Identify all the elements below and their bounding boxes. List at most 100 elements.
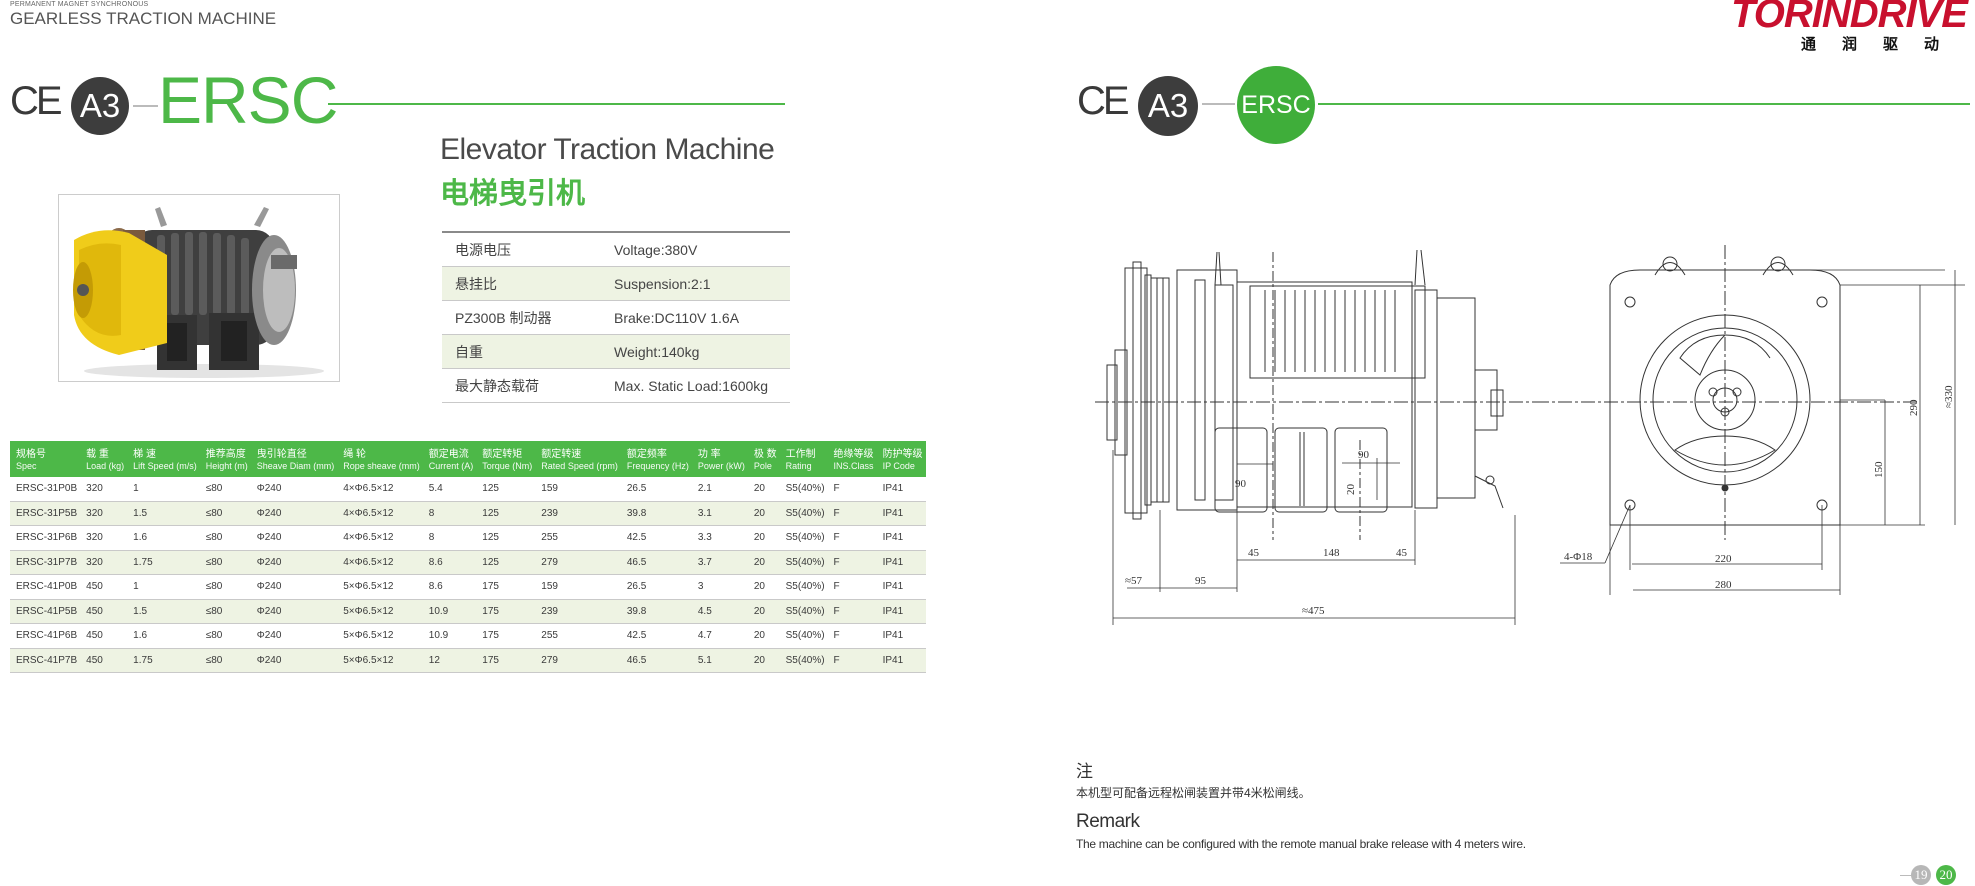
title-divider-right — [1202, 103, 1235, 105]
spec-label: 自重 — [442, 334, 610, 369]
table-cell: 125 — [476, 525, 536, 551]
title-rule-right — [1318, 103, 1970, 105]
dim-label: 148 — [1323, 547, 1340, 559]
dim-label: 220 — [1715, 553, 1732, 565]
table-cell: S5(40%) — [779, 599, 828, 624]
table-cell: 4×Φ6.5×12 — [337, 501, 423, 526]
table-cell: 4×Φ6.5×12 — [337, 550, 423, 575]
note-text: 本机型可配备远程松闸装置并带4米松闸线。 — [1076, 786, 1311, 800]
table-cell: 175 — [476, 623, 536, 649]
table-cell: F — [827, 648, 877, 673]
table-cell: F — [827, 525, 877, 551]
table-cell: ≤80 — [199, 501, 251, 526]
table-cell: 125 — [476, 550, 536, 575]
product-title-en: Elevator Traction Machine — [440, 133, 775, 166]
brand-logo-cn: 通润驱动 — [1800, 35, 1965, 53]
column-label-en: Power (kW) — [697, 461, 745, 471]
table-cell: 1.6 — [127, 525, 200, 551]
spec-label: 电源电压 — [442, 231, 610, 267]
spec-label: 最大静态载荷 — [442, 368, 610, 403]
table-cell: 1 — [127, 574, 200, 600]
table-cell: 8.6 — [422, 574, 477, 600]
table-cell: 175 — [476, 599, 536, 624]
table-cell: Φ240 — [250, 525, 338, 551]
column-label-cn: 绳 轮 — [343, 449, 367, 460]
table-cell: 320 — [80, 525, 128, 551]
table-cell: 320 — [80, 501, 128, 526]
dim-label: 90 — [1358, 449, 1370, 461]
table-cell: 4×Φ6.5×12 — [337, 477, 423, 502]
column-label-en: Sheave Diam (mm) — [256, 461, 335, 471]
table-cell: ERSC-31P6B — [10, 525, 81, 551]
table-cell: F — [827, 574, 877, 600]
table-cell: 125 — [476, 477, 536, 502]
ce-mark-right: CE — [1077, 79, 1130, 123]
table-cell: ERSC-41P6B — [10, 623, 81, 649]
table-cell: 20 — [747, 550, 780, 575]
table-cell: 159 — [535, 477, 621, 502]
column-label-cn: 绝缘等级 — [833, 449, 874, 460]
table-cell: IP41 — [876, 501, 926, 526]
table-cell: 5×Φ6.5×12 — [337, 574, 423, 600]
spec-row: 最大静态载荷 Max. Static Load:1600kg — [442, 368, 790, 403]
table-cell: 10.9 — [422, 599, 477, 624]
dim-label: 290 — [1908, 399, 1920, 416]
column-label-cn: 防护等级 — [882, 449, 923, 460]
remark-title: Remark — [1076, 811, 1140, 832]
dim-label: 20 — [1345, 484, 1357, 496]
table-cell: 1.5 — [127, 599, 200, 624]
spec-value: Max. Static Load:1600kg — [610, 368, 790, 403]
dim-label: 45 — [1248, 547, 1260, 559]
table-cell: 1 — [127, 477, 200, 502]
table-cell: F — [827, 623, 877, 649]
column-label-cn: 曳引轮直径 — [256, 449, 307, 460]
table-cell: 255 — [535, 525, 621, 551]
table-cell: 175 — [476, 574, 536, 600]
table-cell: IP41 — [876, 623, 926, 649]
table-cell: 20 — [747, 599, 780, 624]
table-cell: 279 — [535, 648, 621, 673]
page-divider — [1900, 875, 1916, 876]
table-cell: 175 — [476, 648, 536, 673]
table-cell: 1.75 — [127, 648, 200, 673]
table-cell: S5(40%) — [779, 574, 828, 600]
table-cell: ERSC-31P0B — [10, 477, 81, 502]
column-label-en: INS.Class — [833, 461, 874, 471]
table-cell: 5×Φ6.5×12 — [337, 648, 423, 673]
table-cell: 46.5 — [620, 648, 692, 673]
column-label-en: Lift Speed (m/s) — [133, 461, 197, 471]
note-title: 注 — [1076, 762, 1093, 781]
table-cell: 239 — [535, 599, 621, 624]
spec-value: Voltage:380V — [610, 231, 790, 267]
column-label-cn: 载 重 — [86, 449, 109, 460]
column-label-cn: 额定转速 — [541, 449, 582, 460]
product-photo — [58, 194, 340, 382]
spec-label: PZ300B 制动器 — [442, 300, 610, 335]
table-cell: 20 — [747, 525, 780, 551]
table-cell: ≤80 — [199, 574, 251, 600]
badge-model-right: ERSC — [1237, 66, 1315, 144]
column-label-en: Spec — [16, 461, 37, 471]
table-cell: S5(40%) — [779, 623, 828, 649]
table-cell: ERSC-41P0B — [10, 574, 81, 600]
column-label-cn: 额定转矩 — [482, 449, 523, 460]
table-cell: 3 — [691, 574, 748, 600]
table-cell: 450 — [80, 574, 128, 600]
brand-logo-text: TORINDRIVE — [1731, 0, 1968, 36]
column-label-en: Pole — [753, 461, 772, 471]
table-cell: S5(40%) — [779, 525, 828, 551]
table-cell: 1.75 — [127, 550, 200, 575]
table-cell: 2.1 — [691, 477, 748, 502]
table-cell: 20 — [747, 501, 780, 526]
remark-text: The machine can be configured with the r… — [1076, 837, 1526, 851]
table-cell: 10.9 — [422, 623, 477, 649]
